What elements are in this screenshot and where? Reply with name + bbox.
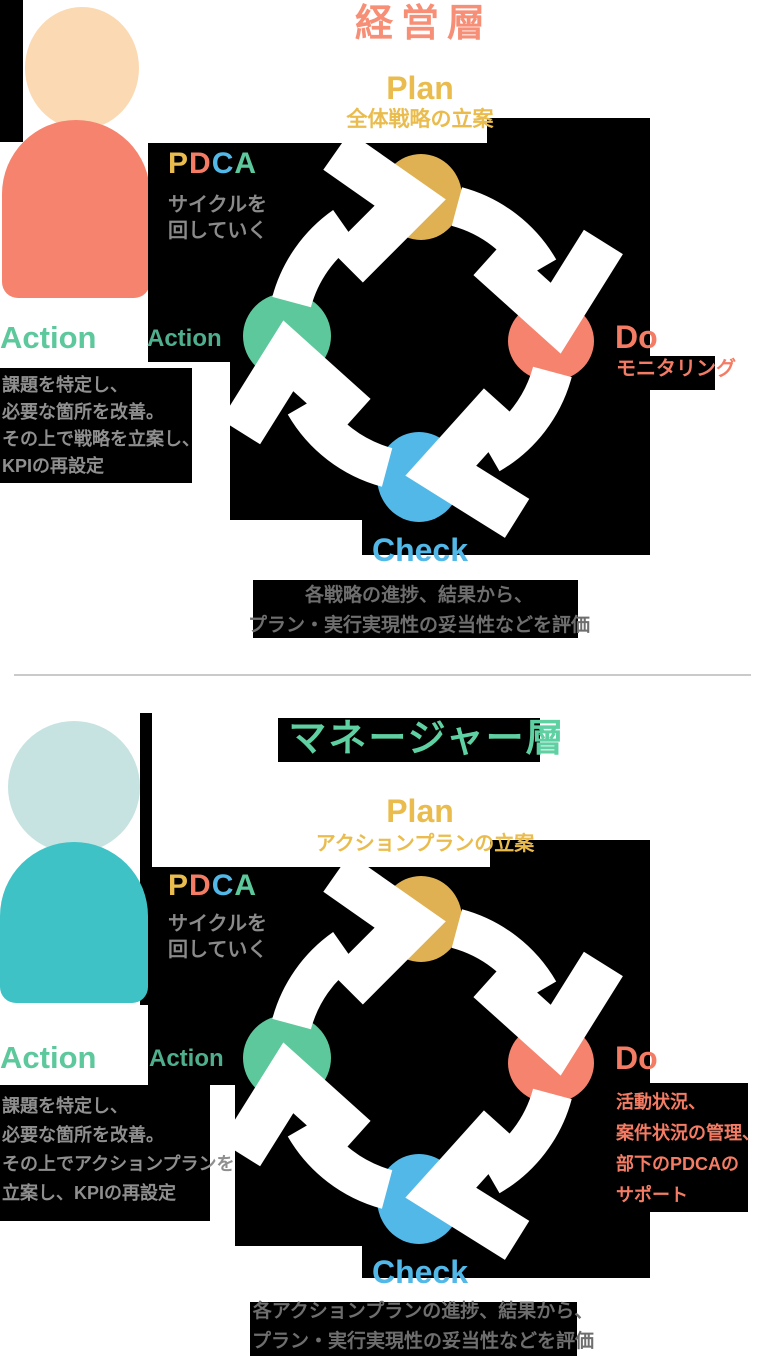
person-head-manager <box>8 721 140 853</box>
pdca-letter-d: D <box>189 147 212 180</box>
artifact-title-bg <box>278 718 540 762</box>
pdca-letter-a: A <box>234 869 258 902</box>
do-desc-line: 活動状況、 <box>616 1092 706 1112</box>
artifact-do-desc-bg <box>610 356 715 390</box>
action-label-large: Action <box>0 320 97 355</box>
artifact-eval-bg <box>253 580 578 638</box>
action-label-large: Action <box>0 1040 97 1075</box>
action-desc-line: 必要な箇所を改善。 <box>2 1125 164 1145</box>
arrowhead-up-icon <box>221 1042 371 1167</box>
artifact-action-desc-bg <box>0 368 192 483</box>
artifact-central-notch <box>487 118 650 143</box>
action-desc-line: 必要な箇所を改善。 <box>2 402 164 422</box>
pdca-subtitle-line2: 回していく <box>168 220 268 242</box>
person-body-manager <box>0 842 148 1003</box>
check-eval-line2: プラン・実行実現性の妥当性などを評価 <box>251 1331 594 1352</box>
section-title: 経営層 <box>354 3 493 45</box>
arrowhead-right-icon <box>323 862 446 1005</box>
arc-action-to-plan <box>272 210 357 308</box>
action-desc-line: 課題を特定し、 <box>2 1096 128 1116</box>
arrowhead-right-icon <box>323 140 446 283</box>
pdca-letter-p: P <box>168 147 190 180</box>
pdca-letter-p: P <box>168 869 190 902</box>
check-eval-line2: プラン・実行実現性の妥当性などを評価 <box>247 615 590 636</box>
arrowhead-down-icon <box>473 229 623 354</box>
arc-plan-to-do <box>451 187 557 281</box>
do-desc: モニタリング <box>616 358 736 380</box>
do-desc-line: サポート <box>616 1185 688 1205</box>
pdca-cycle-graphic <box>221 862 623 1260</box>
arrowhead-up-icon <box>221 320 371 445</box>
action-desc-line: 立案し、KPIの再設定 <box>2 1183 177 1203</box>
plan-label: Plan <box>386 793 454 829</box>
pdca-letter-c: C <box>211 869 235 902</box>
person-head-executive <box>25 7 139 129</box>
arc-do-to-check <box>478 1088 572 1194</box>
action-desc-line: その上で戦略を立案し、 <box>2 429 200 449</box>
plan-desc: 全体戦略の立案 <box>346 108 494 131</box>
arc-plan-to-do <box>451 909 557 1003</box>
section-title: マネージャー層 <box>288 718 566 760</box>
pdca-letter-a: A <box>234 147 258 180</box>
check-eval-text: 各戦略の進捗、結果から、 プラン・実行実現性の妥当性などを評価 <box>219 581 619 641</box>
artifact-do-desc-bg <box>610 1083 748 1212</box>
arc-action-to-plan <box>272 932 357 1030</box>
pdca-subtitle: サイクルを 回していく <box>168 192 267 244</box>
action-desc: 課題を特定し、 必要な箇所を改善。 その上でアクションプランを 立案し、KPIの… <box>2 1092 235 1208</box>
artifact-central-notch <box>490 840 650 867</box>
do-label: Do <box>615 319 658 355</box>
person-body-executive <box>2 120 150 298</box>
action-label-small: Action <box>149 1045 224 1072</box>
arrowhead-left-icon <box>405 388 530 538</box>
arc-check-to-action <box>287 393 393 487</box>
check-eval-text: 各アクションプランの進捗、結果から、 プラン・実行実現性の妥当性などを評価 <box>223 1297 623 1356</box>
pdca-letter-d: D <box>189 869 212 902</box>
action-desc: 課題を特定し、 必要な箇所を改善。 その上で戦略を立案し、 KPIの再設定 <box>2 372 200 480</box>
check-label: Check <box>371 532 469 568</box>
check-label: Check <box>371 1254 469 1290</box>
pdca-letter-c: C <box>211 147 235 180</box>
pdca-subtitle-line2: 回していく <box>168 939 268 961</box>
arrowhead-left-icon <box>405 1110 530 1260</box>
check-eval-line1: 各戦略の進捗、結果から、 <box>304 585 533 606</box>
plan-desc: アクションプランの立案 <box>315 833 535 855</box>
artifact-eval-bg <box>250 1302 577 1356</box>
action-desc-line: その上でアクションプランを <box>2 1154 235 1174</box>
pdca-subtitle-line1: サイクルを <box>168 194 267 216</box>
do-desc: 活動状況、 案件状況の管理、 部下のPDCAの サポート <box>616 1087 760 1211</box>
check-eval-line1: 各アクションプランの進捗、結果から、 <box>252 1301 594 1322</box>
do-desc-line: 案件状況の管理、 <box>616 1123 760 1143</box>
do-desc-line: 部下のPDCAの <box>616 1154 740 1174</box>
action-label-small: Action <box>147 325 222 352</box>
plan-label: Plan <box>386 70 454 106</box>
action-desc-line: KPIの再設定 <box>2 456 105 476</box>
section-divider <box>14 674 751 676</box>
pdca-subtitle: サイクルを 回していく <box>168 911 267 963</box>
arc-do-to-check <box>478 366 572 472</box>
artifact-action-desc-bg <box>0 1085 210 1221</box>
arrowhead-down-icon <box>473 951 623 1076</box>
pdca-label: PDCA <box>168 149 257 179</box>
artifact-strip-left <box>0 0 23 142</box>
do-label: Do <box>615 1040 658 1076</box>
pdca-cycle-graphic <box>221 140 623 538</box>
pdca-subtitle-line1: サイクルを <box>168 913 267 935</box>
arc-check-to-action <box>287 1115 393 1209</box>
pdca-label: PDCA <box>168 871 257 901</box>
action-desc-line: 課題を特定し、 <box>2 375 128 395</box>
